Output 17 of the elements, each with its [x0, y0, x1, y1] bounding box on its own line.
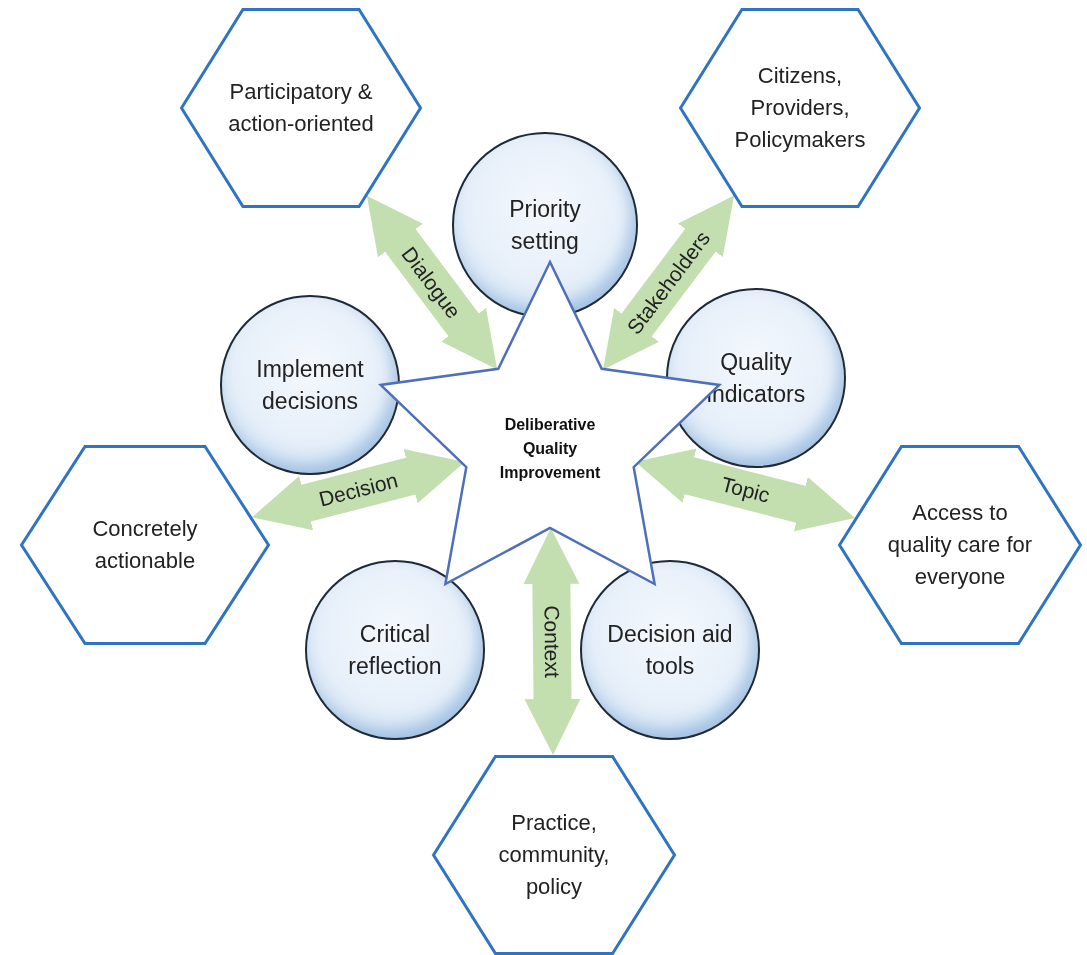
node-text: Access to quality care for everyone [886, 499, 1034, 591]
node-text: Citizens, Providers, Policymakers [733, 62, 867, 154]
node-text: Participatory & action-oriented [227, 78, 375, 138]
hexagon-box [180, 8, 422, 208]
hexagon-box [20, 445, 270, 645]
node-text: Critical reflection [347, 619, 443, 681]
block-arrow [523, 527, 581, 756]
node-text: Concretely actionable [91, 515, 199, 575]
hexagon-box [432, 755, 676, 955]
node-text: Priority setting [508, 194, 582, 256]
node-text: Quality indicators [705, 347, 807, 409]
node-text: Decision aid tools [606, 619, 734, 681]
hexagon-box [679, 8, 921, 208]
hexagon-box [838, 445, 1082, 645]
node-text: Deliberative Quality Improvement [498, 415, 602, 483]
node-text: Practice, community, policy [497, 809, 611, 901]
node-text: Implement decisions [255, 354, 365, 416]
